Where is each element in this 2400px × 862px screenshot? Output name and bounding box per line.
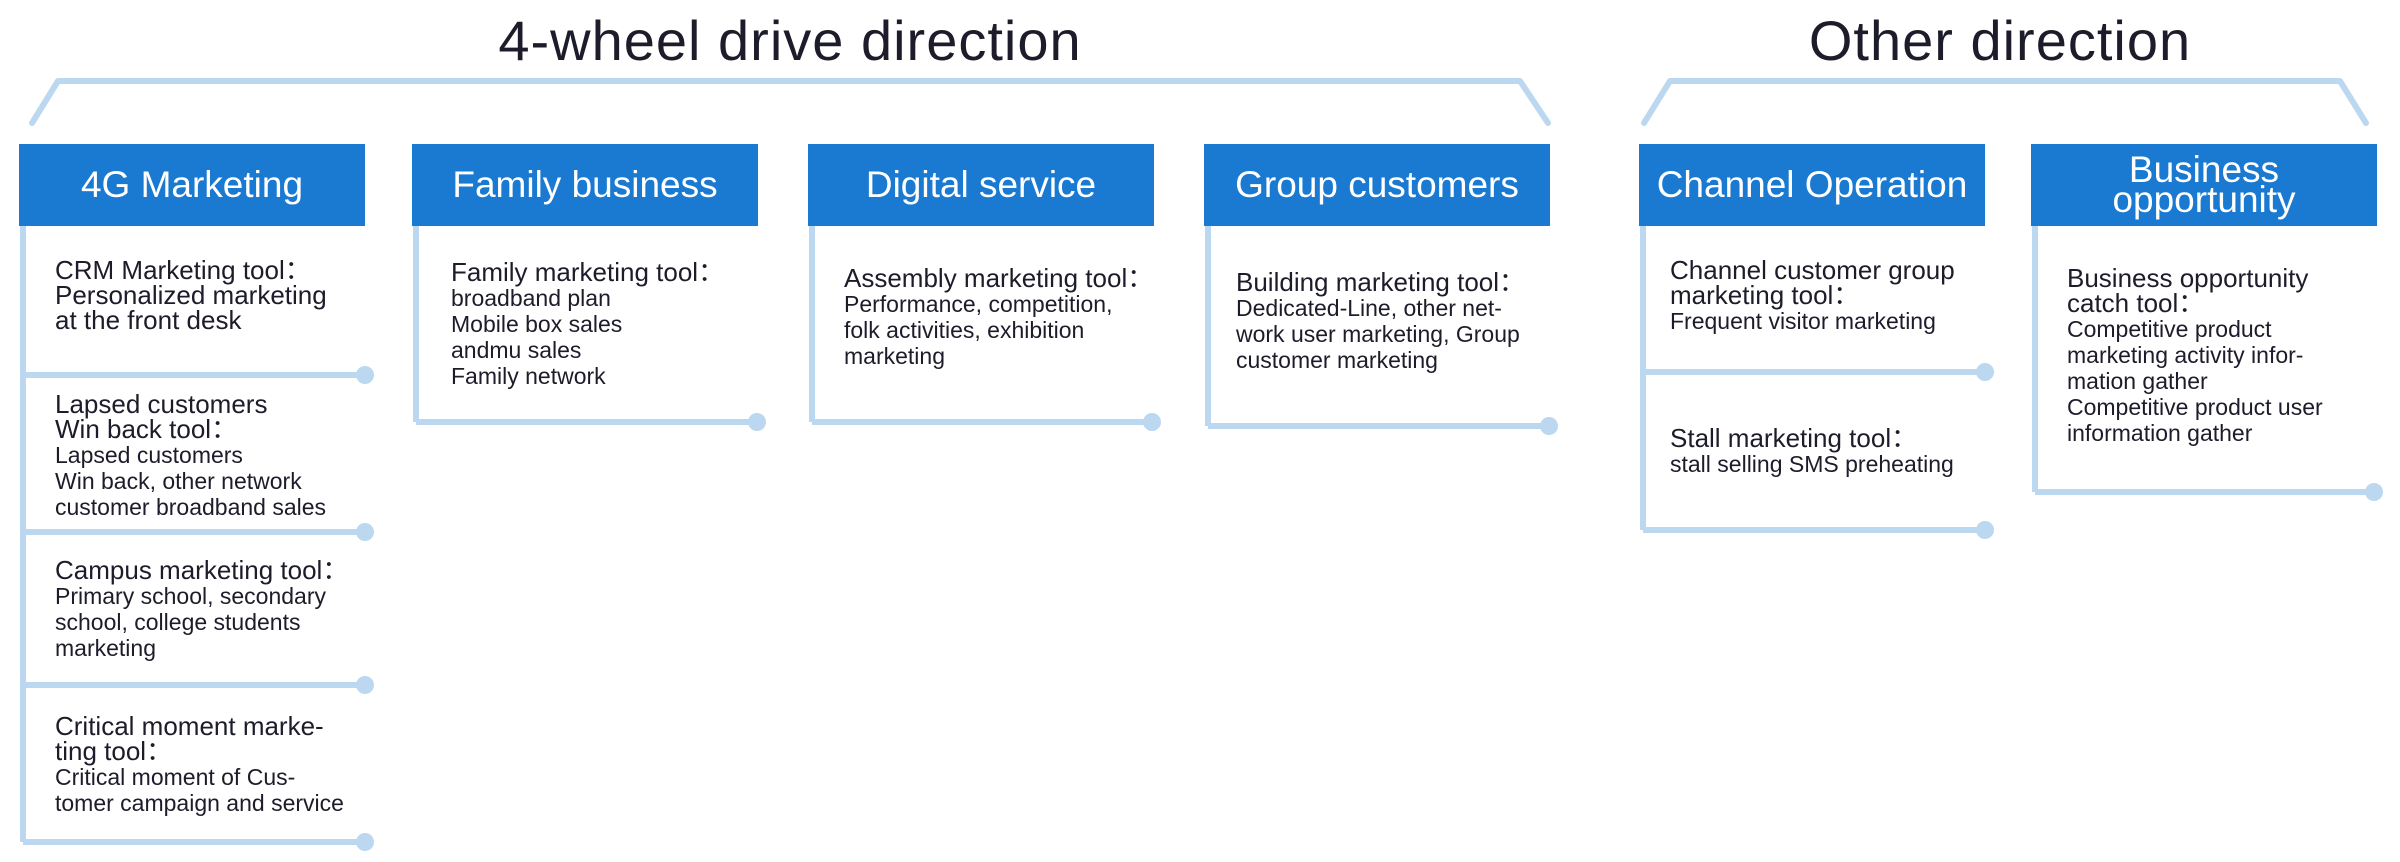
cell-channel-customer-group-tool: Channel customer group marketing tool： F… [1670,255,2000,334]
column-header-label: Business opportunity [2112,149,2296,220]
cell-body: Primary school, secondary school, colleg… [55,583,326,661]
connector-dot [1540,417,1558,435]
cell-family-marketing-tool: Family marketing tool： broadband plan Mo… [451,257,771,389]
cell-body: Dedicated-Line, other net- work user mar… [1236,295,1520,373]
connector-dot [748,413,766,431]
cell-business-opportunity-catch-tool: Business opportunity catch tool： Competi… [2067,263,2387,446]
bracket-4-wheel [29,78,1551,126]
column-header-group-customers: Group customers [1204,144,1550,226]
cell-body: stall selling SMS preheating [1670,451,1954,477]
cell-building-marketing-tool: Building marketing tool： Dedicated-Line,… [1236,267,1566,373]
column-header-label: Channel Operation [1656,164,1968,205]
cell-title: Campus marketing tool： [55,555,349,585]
connector-dot [1143,413,1161,431]
connector-dot [356,366,374,384]
connector-dot [356,833,374,851]
group-title-other: Other direction [1808,9,2192,72]
cell-title: Lapsed customers Win back tool： [55,389,268,444]
cell-body: Performance, competition, folk activitie… [844,291,1113,369]
cell-body: Frequent visitor marketing [1670,308,1936,334]
cell-lapsed-customers-tool: Lapsed customers Win back tool： Lapsed c… [55,389,385,520]
connector-dot [1976,363,1994,381]
column-header-channel-operation: Channel Operation [1639,144,1985,226]
group-title-4-wheel: 4-wheel drive direction [498,9,1082,72]
cell-campus-marketing-tool: Campus marketing tool： Primary school, s… [55,555,385,661]
connector-dot [1976,521,1994,539]
cell-critical-moment-tool: Critical moment marke- ting tool： Critic… [55,711,385,816]
cell-title: CRM Marketing tool： Personalized marketi… [55,255,327,335]
cell-body: broadband plan Mobile box sales andmu sa… [451,285,623,389]
connector-dot [356,523,374,541]
column-header-label: Group customers [1235,164,1519,205]
cell-assembly-marketing-tool: Assembly marketing tool： Performance, co… [844,263,1164,369]
cell-title: Business opportunity catch tool： [2067,263,2309,318]
cell-crm-marketing-tool: CRM Marketing tool： Personalized marketi… [55,255,385,335]
cell-body: Lapsed customers Win back, other network… [55,442,327,520]
column-header-digital-service: Digital service [808,144,1154,226]
cell-title: Stall marketing tool： [1670,423,1918,453]
cell-body: Competitive product marketing activity i… [2067,316,2323,446]
cell-title: Critical moment marke- ting tool： [55,711,324,766]
column-header-label: 4G Marketing [80,164,304,205]
cell-title: Assembly marketing tool： [844,263,1154,293]
bracket-other [1641,78,2369,126]
column-header-family-business: Family business [412,144,758,226]
column-header-label: Family business [452,164,718,205]
cell-title: Building marketing tool： [1236,267,1526,297]
connector-dot [356,676,374,694]
cell-title: Channel customer group marketing tool： [1670,255,1955,310]
column-header-business-opportunity: Business opportunity [2031,144,2377,226]
connector-dot [2365,483,2383,501]
cell-stall-marketing-tool: Stall marketing tool： stall selling SMS … [1670,423,2000,477]
cell-body: Critical moment of Cus- tomer campaign a… [55,764,344,816]
column-header-4g-marketing: 4G Marketing [19,144,365,226]
column-header-label: Digital service [865,164,1097,205]
cell-title: Family marketing tool： [451,257,725,287]
